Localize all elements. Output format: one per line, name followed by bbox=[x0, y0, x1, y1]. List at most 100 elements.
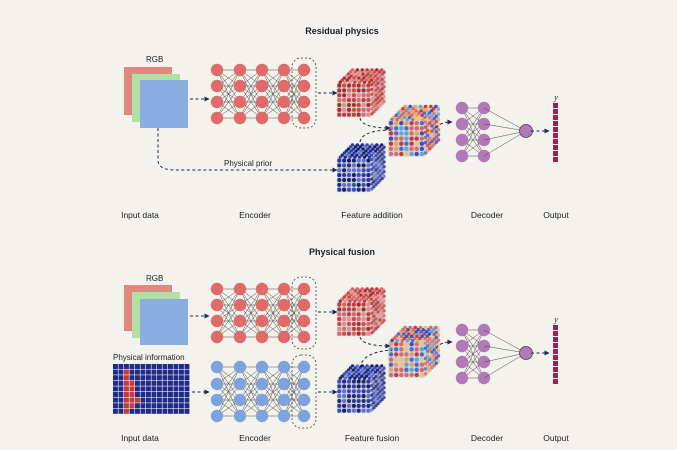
cube-voxel bbox=[366, 408, 371, 413]
cube-voxel bbox=[380, 162, 384, 166]
edge bbox=[239, 288, 263, 322]
grid-cell bbox=[179, 369, 184, 375]
cube-voxel bbox=[369, 374, 374, 378]
grid-cell bbox=[146, 375, 151, 381]
node bbox=[210, 282, 224, 296]
edge bbox=[239, 69, 263, 119]
cube-voxel bbox=[376, 300, 380, 304]
cube-voxel bbox=[430, 339, 434, 344]
cube-voxel bbox=[425, 369, 430, 374]
cube-voxel bbox=[342, 326, 347, 331]
cube-voxel bbox=[363, 145, 367, 149]
cube-voxel bbox=[356, 112, 361, 117]
cube-voxel bbox=[376, 382, 380, 386]
cube-voxel bbox=[369, 78, 374, 82]
cube-voxel bbox=[362, 80, 367, 84]
cube-voxel bbox=[353, 70, 358, 74]
cube-voxel bbox=[380, 388, 384, 392]
grid-cell bbox=[162, 369, 168, 375]
cube-voxel bbox=[378, 308, 382, 312]
cube-voxel bbox=[374, 302, 378, 306]
cube-voxel bbox=[355, 364, 360, 368]
edge bbox=[261, 383, 285, 417]
cube-voxel bbox=[380, 311, 384, 315]
cube-voxel bbox=[371, 372, 376, 376]
cube-voxel bbox=[360, 153, 364, 157]
cube-voxel bbox=[419, 341, 425, 347]
cube-voxel bbox=[342, 389, 347, 394]
cube-voxel bbox=[374, 394, 378, 398]
cube-voxel bbox=[358, 299, 362, 303]
cube-voxel bbox=[346, 291, 351, 295]
cube-voxel bbox=[395, 338, 399, 343]
output-node bbox=[519, 124, 533, 138]
cube-voxel bbox=[378, 145, 382, 149]
cube-voxel bbox=[423, 372, 428, 376]
cube-voxel bbox=[337, 168, 342, 173]
grid-cell bbox=[124, 369, 129, 375]
cube-voxel bbox=[380, 147, 384, 151]
cube-voxel bbox=[378, 149, 382, 154]
grid-cell bbox=[162, 380, 168, 386]
cube-voxel bbox=[351, 408, 356, 413]
cube-voxel bbox=[429, 109, 434, 113]
bottom-physics-feature-cube bbox=[336, 364, 386, 414]
cube-voxel bbox=[356, 408, 361, 413]
cube-voxel bbox=[370, 383, 374, 388]
cube-voxel bbox=[357, 372, 361, 376]
cube-voxel bbox=[376, 176, 380, 180]
cube-voxel bbox=[380, 77, 384, 81]
cube-voxel bbox=[371, 368, 375, 372]
cube-voxel bbox=[421, 327, 426, 332]
cube-voxel bbox=[378, 174, 382, 178]
cube-voxel bbox=[366, 403, 371, 408]
cube-voxel bbox=[361, 312, 366, 317]
cube-voxel bbox=[382, 371, 386, 375]
grid-cell bbox=[140, 380, 146, 386]
top-encoder-latent-box bbox=[291, 57, 317, 129]
cube-voxel bbox=[390, 117, 394, 122]
edge bbox=[283, 288, 305, 322]
grid-cell bbox=[179, 397, 184, 403]
cube-voxel bbox=[370, 162, 374, 167]
grid-cell bbox=[151, 380, 157, 386]
bottom-rgb-feature-cube bbox=[336, 287, 386, 337]
cube-voxel bbox=[367, 376, 372, 380]
node bbox=[210, 79, 224, 93]
cube-voxel bbox=[394, 131, 399, 136]
cube-voxel bbox=[374, 384, 378, 388]
grid-cell bbox=[113, 386, 118, 392]
grid-cell bbox=[129, 386, 135, 392]
node bbox=[277, 393, 291, 407]
node bbox=[277, 95, 291, 109]
cube-voxel bbox=[342, 302, 347, 307]
cube-voxel bbox=[414, 136, 419, 141]
cube-voxel bbox=[418, 115, 422, 120]
cube-voxel bbox=[419, 372, 425, 378]
grid-cell bbox=[157, 397, 162, 403]
cube-voxel bbox=[413, 336, 417, 341]
output-cell bbox=[553, 139, 558, 144]
cube-voxel bbox=[355, 68, 360, 72]
cube-voxel bbox=[366, 182, 371, 187]
cube-voxel bbox=[376, 171, 380, 175]
edge bbox=[261, 69, 285, 119]
grid-cell bbox=[151, 375, 157, 381]
cube-voxel bbox=[428, 136, 432, 141]
top-input-rgb-stack bbox=[124, 67, 188, 128]
cube-voxel bbox=[378, 322, 382, 327]
cube-voxel bbox=[374, 88, 378, 92]
cube-voxel bbox=[356, 72, 360, 76]
cube-voxel bbox=[346, 394, 352, 399]
cube-voxel bbox=[380, 157, 384, 161]
cube-voxel bbox=[344, 149, 349, 153]
grid-cell bbox=[118, 364, 124, 369]
cube-voxel bbox=[346, 158, 352, 163]
cube-voxel bbox=[378, 303, 382, 307]
edge bbox=[216, 366, 241, 401]
cube-voxel bbox=[351, 302, 356, 307]
cube-voxel bbox=[372, 309, 376, 313]
cube-voxel bbox=[382, 90, 386, 94]
cube-voxel bbox=[351, 398, 356, 404]
